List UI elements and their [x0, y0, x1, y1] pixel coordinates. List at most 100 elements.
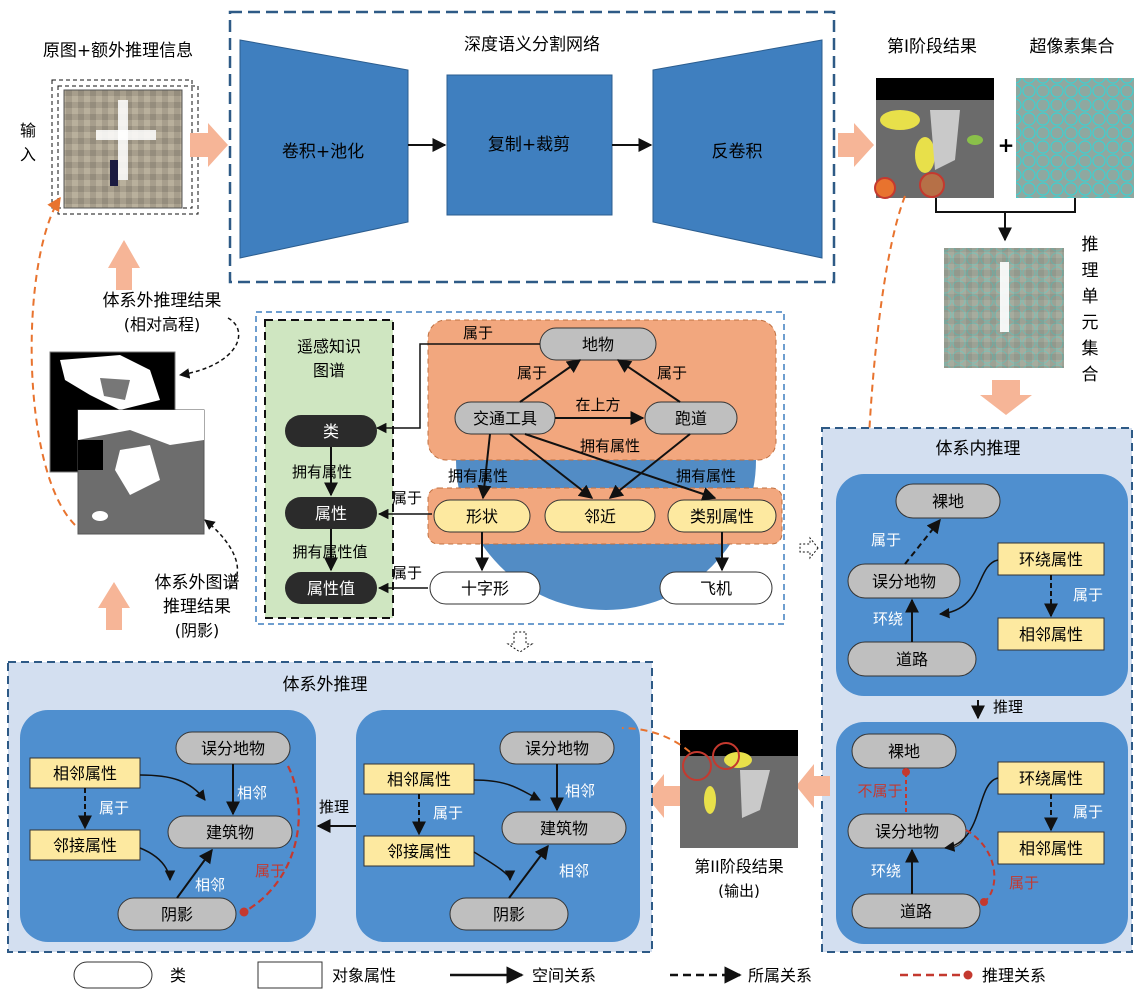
kg-has-attr-value: 拥有属性值 — [292, 543, 367, 561]
conv-label: 卷积+池化 — [282, 142, 364, 162]
stage1-label: 第I阶段结果 — [887, 37, 977, 57]
ext2-neighbor-attr — [363, 763, 475, 795]
legend: 类 对象属性 空间关系 所属关系 推理关系 — [73, 961, 1046, 989]
int1-neighbor-attr — [997, 617, 1105, 651]
kg-node-class — [285, 415, 377, 447]
int1-surround-attr — [997, 542, 1105, 576]
kg-node-attr-label: 属性 — [315, 504, 347, 523]
ext1-adjacent-bottom: 相邻 — [195, 876, 225, 894]
kg-node-adjacent — [544, 499, 656, 533]
ext2-contact-attr-label: 邻接属性 — [387, 842, 451, 861]
int1-misclass — [847, 563, 961, 599]
ext2-shadow-building — [508, 844, 549, 899]
arrow-up-left-bottom — [98, 582, 130, 630]
edge-vehicle-ground — [519, 359, 582, 403]
copy-block — [446, 74, 613, 216]
edge-runway-adjacent — [608, 433, 691, 499]
kg-node-plane — [659, 571, 773, 605]
copy-label: 复制+裁剪 — [488, 135, 570, 155]
ext1-red-curve — [243, 765, 300, 913]
ext1-shadow-building — [176, 848, 213, 899]
ext2-attr-curve-top — [473, 779, 541, 801]
input-image-stack — [51, 79, 199, 215]
legend-attr-label: 对象属性 — [332, 966, 396, 985]
legend-class-label: 类 — [170, 966, 186, 985]
int1-misclass-label: 误分地物 — [872, 572, 936, 591]
ext2-building — [501, 811, 627, 845]
edge-ground-class — [375, 343, 540, 434]
kg-has-attr-mid: 拥有属性 — [580, 437, 640, 455]
int2-road-label: 道路 — [900, 902, 932, 921]
arrow-up-left-top — [108, 240, 140, 290]
kg-on-top: 在上方 — [575, 396, 620, 414]
unit-label-4: 元 — [1082, 313, 1099, 333]
unit-label-5: 集 — [1082, 339, 1099, 359]
kg-node-adjacent-label: 邻近 — [584, 507, 616, 526]
stage2-line2: (输出) — [718, 882, 760, 900]
ext1-adjacent-top: 相邻 — [237, 784, 267, 802]
kg-belongs-right: 属于 — [657, 364, 687, 382]
stage2-line1: 第II阶段结果 — [694, 857, 783, 876]
int1-surround: 环绕 — [873, 610, 903, 628]
inference-unit-image — [944, 248, 1064, 368]
superpixel-label: 超像素集合 — [1030, 37, 1115, 57]
legend-inference-label: 推理关系 — [982, 966, 1046, 985]
kg-node-ground-label: 地物 — [582, 335, 614, 354]
kg-node-vehicle-label: 交通工具 — [473, 409, 537, 428]
ext1-shadow-label: 阴影 — [161, 905, 193, 924]
ext1-neighbor-attr — [29, 757, 141, 789]
int1-belongs: 属于 — [871, 531, 901, 549]
unit-label-6: 合 — [1082, 365, 1099, 385]
ext2-building-label: 建筑物 — [540, 819, 588, 838]
int2-bare — [851, 733, 957, 769]
unit-label-3: 单 — [1082, 287, 1099, 307]
kg-node-attr-value-label: 属性值 — [307, 579, 355, 598]
edge-vehicle-category — [524, 433, 717, 501]
ext2-neighbor-attr-label: 相邻属性 — [387, 770, 451, 789]
conv-block — [239, 39, 409, 259]
kg-belongs-attr: 属于 — [392, 489, 422, 507]
network-box — [228, 10, 836, 284]
kg-node-attr — [285, 497, 377, 529]
ext2-shadow-label: 阴影 — [493, 905, 525, 924]
int2-neighbor-attr — [997, 831, 1105, 865]
legend-attr-shape — [257, 961, 323, 989]
dashed-stage1-to-internal — [858, 195, 906, 562]
kg-node-shape-label: 形状 — [466, 507, 498, 526]
kg-title-line1: 遥感知识 — [297, 337, 361, 356]
ext1-belongs-red: 属于 — [255, 862, 285, 880]
ext1-building-label: 建筑物 — [206, 823, 254, 842]
ext2-attr-curve-bottom — [473, 851, 516, 882]
int1-road-label: 道路 — [896, 650, 928, 669]
deconv-block — [652, 39, 823, 259]
legend-inference-dot — [963, 970, 973, 980]
unit-label-2: 理 — [1082, 261, 1099, 281]
dashed-small-arrow-down — [506, 631, 534, 653]
int-infer-label: 推理 — [993, 698, 1023, 716]
int2-road — [851, 893, 981, 929]
merge-line — [935, 198, 1076, 213]
int2-misclass-label: 误分地物 — [875, 822, 939, 841]
legend-class-shape — [73, 961, 153, 989]
dashed-feedback-to-input — [30, 196, 76, 526]
edge-vehicle-adjacent — [509, 433, 594, 499]
edge-runway-ground — [616, 359, 681, 403]
arrow-to-stage2 — [796, 764, 830, 808]
arrow-to-external — [646, 774, 680, 818]
dashed-elevation-arrow — [178, 317, 240, 379]
ext1-red-dot — [239, 907, 249, 917]
ext1-belongs: 属于 — [99, 799, 129, 817]
legend-spatial-label: 空间关系 — [532, 966, 596, 985]
int1-surround-attr-label: 环绕属性 — [1019, 550, 1083, 569]
kg-node-attr-value — [285, 572, 377, 604]
internal-title: 体系内推理 — [936, 439, 1021, 459]
kg-node-runway — [644, 401, 738, 435]
legend-membership-label: 所属关系 — [748, 966, 812, 985]
dashed-shadow-arrow — [204, 519, 239, 591]
graph-result-line1: 体系外图谱 — [155, 573, 240, 593]
stage1-image — [874, 78, 994, 199]
int1-neighbor-attr-label: 相邻属性 — [1019, 625, 1083, 644]
arrow-down-internal — [980, 380, 1032, 415]
ext2-belongs: 属于 — [433, 804, 463, 822]
